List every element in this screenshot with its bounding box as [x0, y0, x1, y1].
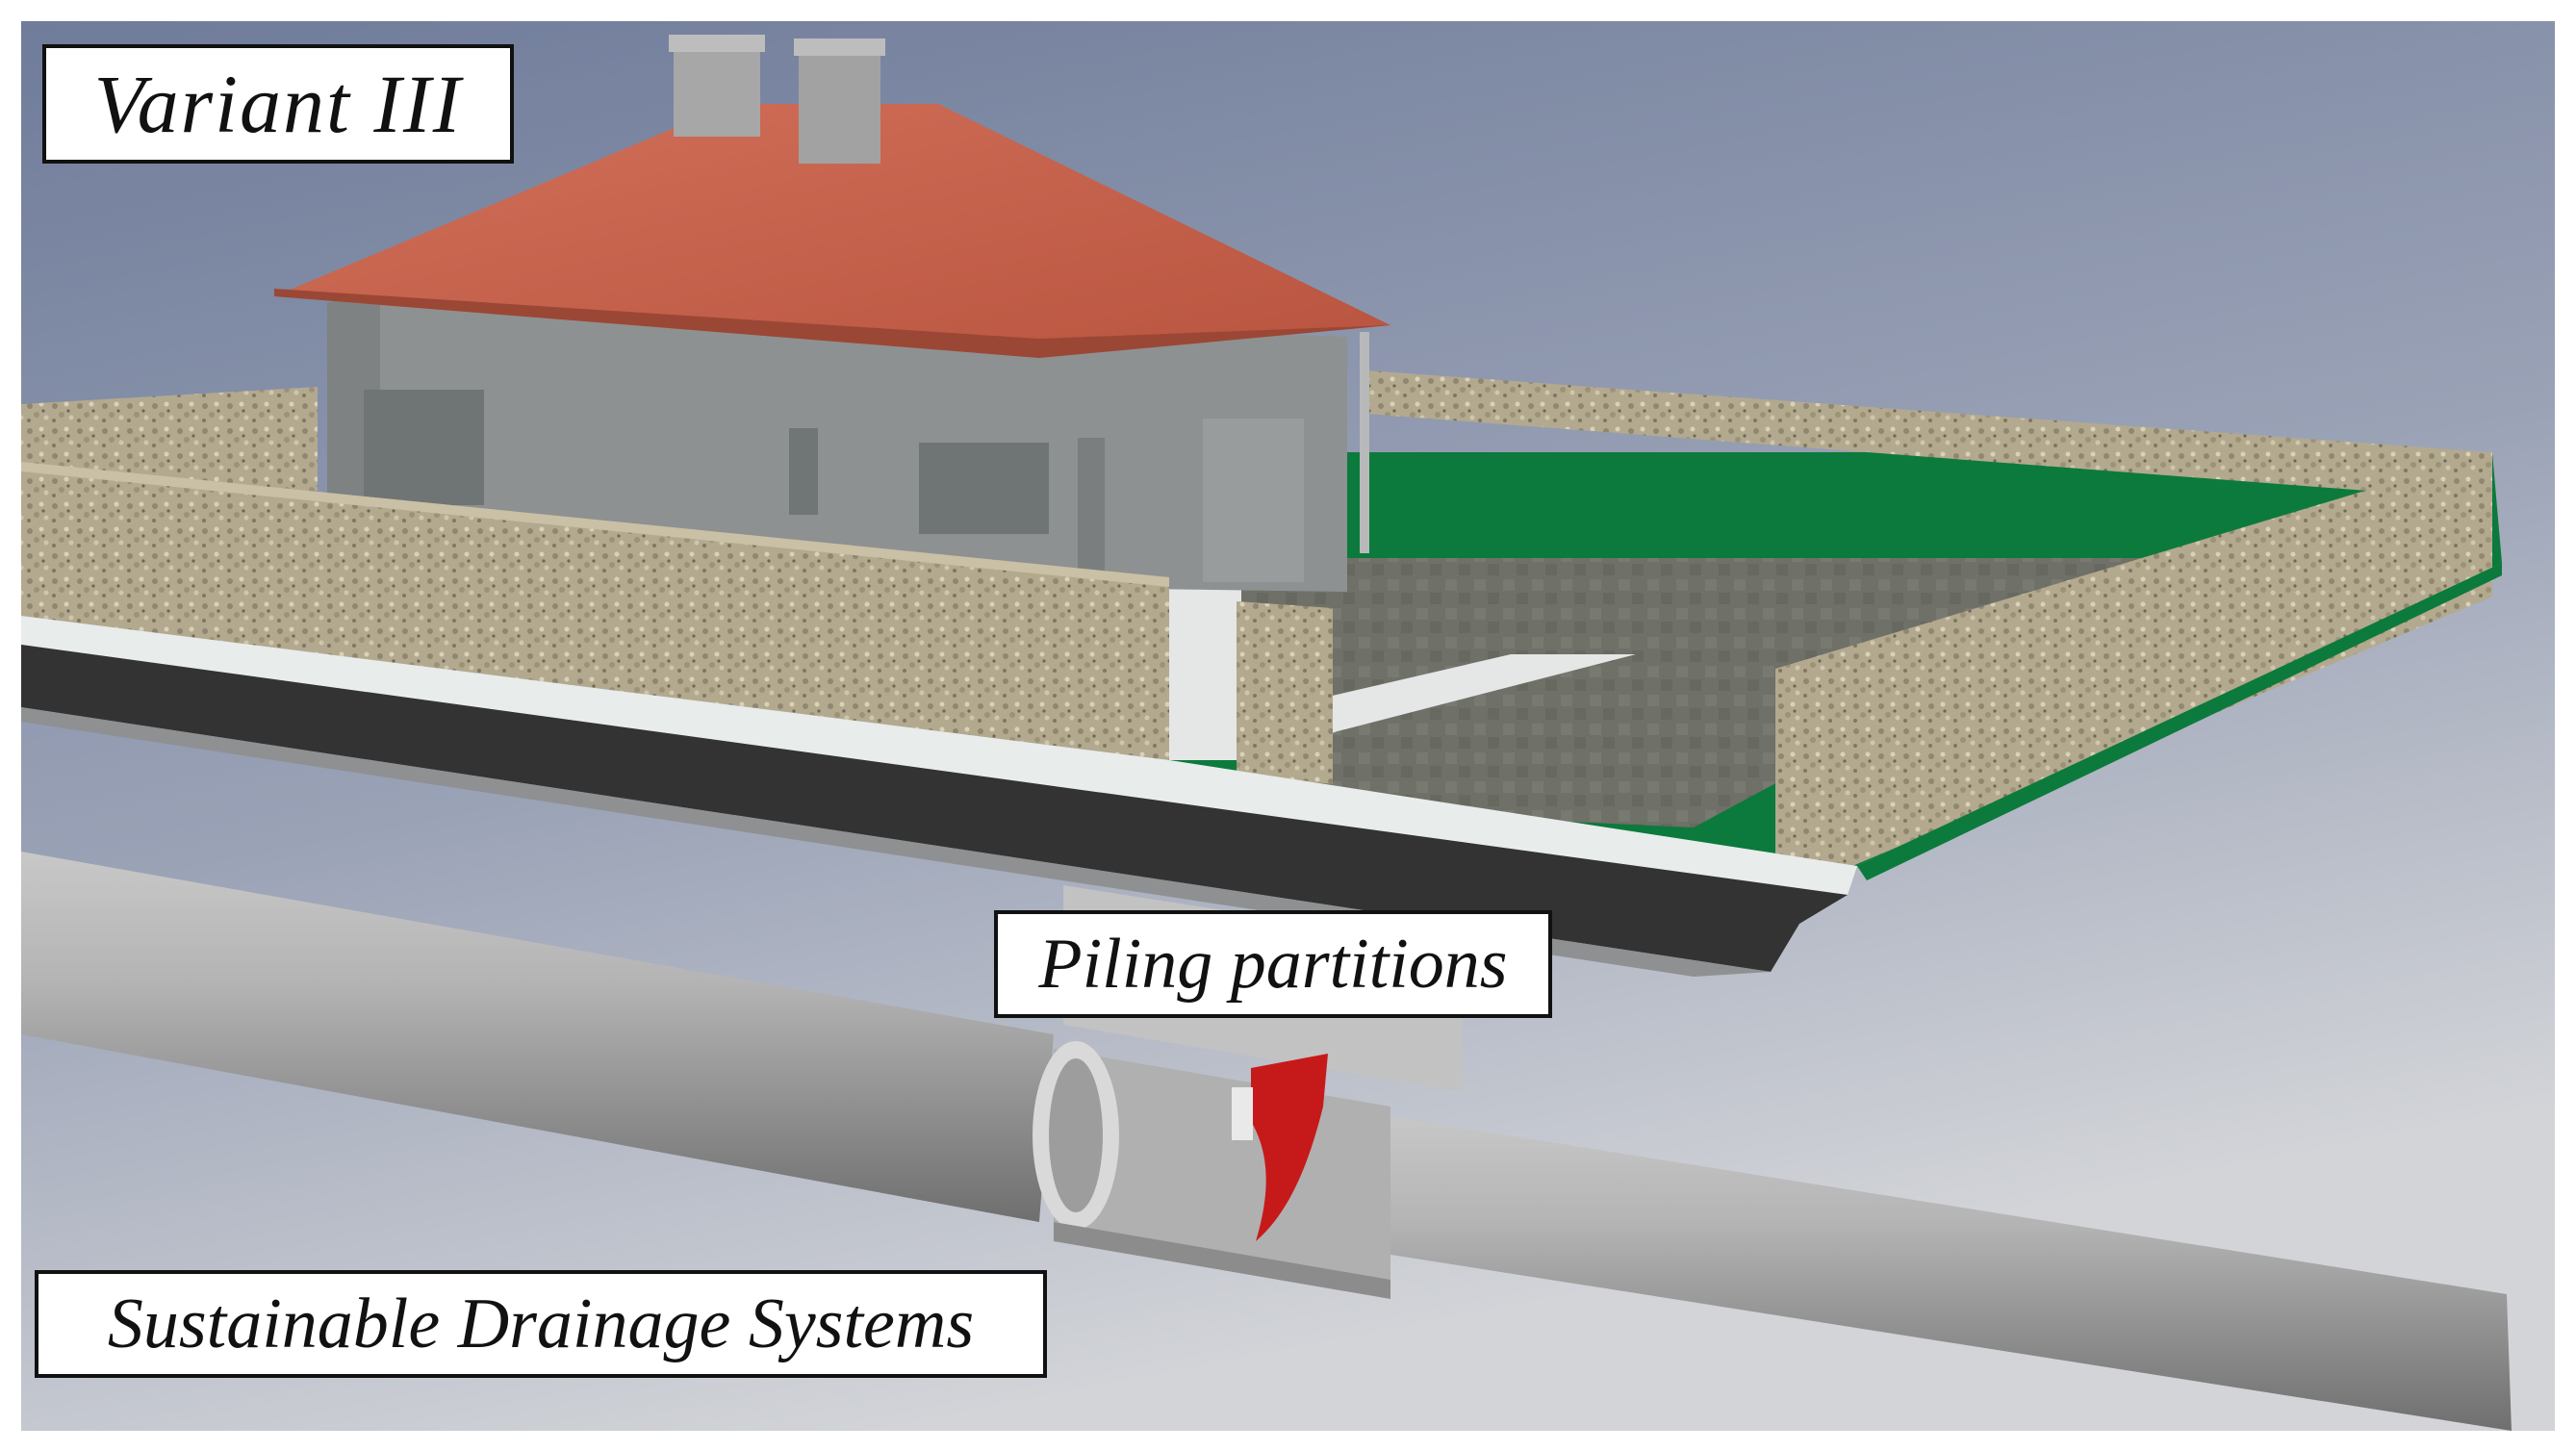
- piling-partitions-label: Piling partitions: [994, 910, 1552, 1018]
- sustainable-drainage-systems-label: Sustainable Drainage Systems: [35, 1270, 1047, 1378]
- variant-label: Variant III: [42, 44, 514, 164]
